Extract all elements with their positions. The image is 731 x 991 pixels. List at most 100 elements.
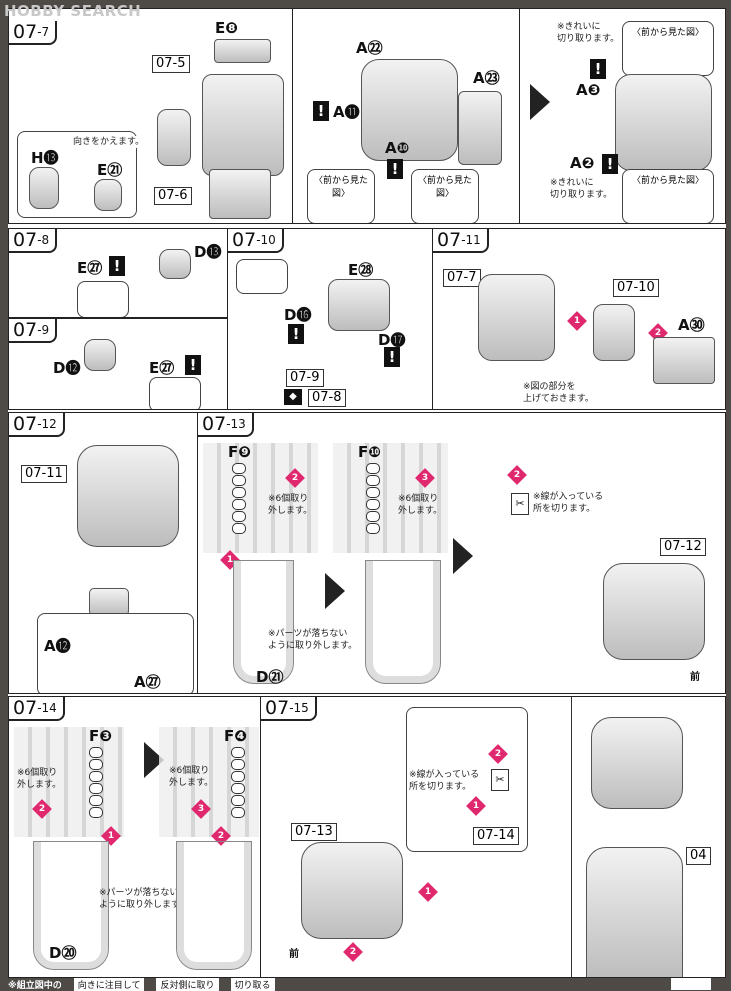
caution-icon: ! bbox=[288, 324, 304, 344]
order-badge: 1 bbox=[418, 882, 438, 902]
legend-item: 切り取る bbox=[230, 977, 275, 991]
part-label: F❹ bbox=[224, 727, 247, 745]
step-number: 07-14 bbox=[9, 697, 65, 721]
bead-parts bbox=[366, 463, 380, 535]
step-number: 07-8 bbox=[9, 229, 58, 253]
note-remove-six: ※6個取り 外します。 bbox=[17, 768, 62, 790]
part-label: E㉗ bbox=[77, 259, 103, 277]
step-07-14-panel: 07-14 F❸ ※6個取り 外します。 2 1 D⑳ ※パーツが落ちない よう… bbox=[8, 696, 261, 978]
note-turn: 向きをかえます。 bbox=[71, 136, 147, 148]
part-a30 bbox=[653, 337, 715, 384]
caution-icon: ! bbox=[109, 256, 125, 276]
front-label: 前 bbox=[289, 949, 299, 960]
part-label: F❿ bbox=[358, 443, 381, 461]
sub-assembly bbox=[89, 588, 129, 616]
runner-frame bbox=[14, 727, 124, 837]
part-label: D⑳ bbox=[49, 944, 77, 962]
part-label: D㉑ bbox=[256, 668, 284, 686]
runner-frame bbox=[159, 727, 259, 837]
part-e21 bbox=[94, 179, 122, 211]
note-dont-drop: ※パーツが落ちない ように取り外します。 bbox=[268, 629, 358, 651]
ref-07-9: 07-9 bbox=[286, 369, 324, 387]
step-07-8-panel: 07-8 E㉗ ! D⓭ bbox=[8, 228, 228, 318]
body-assembly bbox=[586, 847, 683, 977]
part-label: F❸ bbox=[89, 727, 112, 745]
head-assembly bbox=[591, 717, 683, 809]
part-label: E❽ bbox=[215, 19, 238, 37]
part-label: D⓰ bbox=[284, 306, 312, 324]
note-raise: ※図の部分を 上げておきます。 bbox=[523, 382, 594, 404]
part-d12 bbox=[84, 339, 116, 371]
front-view-label: 〈前から見た図〉 bbox=[313, 176, 368, 199]
legend-item: 反対側に取り bbox=[156, 977, 219, 991]
front-view-label: 〈前から見た図〉 bbox=[417, 176, 472, 199]
hose-assembled bbox=[365, 560, 441, 684]
caution-icon: ! bbox=[602, 154, 618, 174]
part-label: A⓬ bbox=[44, 637, 71, 655]
front-view-box bbox=[236, 259, 288, 294]
hose-d20 bbox=[33, 841, 109, 970]
part-label: E㉘ bbox=[348, 261, 374, 279]
head-assembly bbox=[615, 74, 712, 171]
watermark-logo: HOBBY SEARCH bbox=[4, 2, 142, 20]
symbol-legend: ※組立図中の 向きに注目して 反対側に取り 切り取る bbox=[8, 977, 726, 991]
step-number: 07-10 bbox=[228, 229, 284, 253]
front-view-box bbox=[149, 377, 201, 409]
part-07-6 bbox=[209, 169, 271, 219]
flip-side-icon: ◆ bbox=[284, 389, 302, 405]
ref-07-6: 07-6 bbox=[154, 187, 192, 205]
next-arrow-icon bbox=[453, 538, 473, 574]
order-badge: 3 bbox=[415, 468, 435, 488]
step-07-9-panel: 07-9 D⓬ E㉗ ! bbox=[8, 318, 228, 410]
part-label: E㉗ bbox=[149, 359, 175, 377]
note-dont-drop: ※パーツが落ちない ように取り外します。 bbox=[99, 888, 189, 910]
runner-frame bbox=[203, 443, 318, 553]
part-label: A㉚ bbox=[678, 316, 705, 334]
part-label: E㉑ bbox=[97, 161, 123, 179]
hose-d21 bbox=[233, 560, 294, 684]
legend-title: ※組立図中の bbox=[8, 980, 62, 991]
note-cut-clean: ※きれいに 切り取ります。 bbox=[550, 178, 613, 200]
part-a22 bbox=[361, 59, 458, 161]
part-label: A⓫ bbox=[333, 103, 360, 121]
front-view-label: 〈前から見た図〉 bbox=[631, 176, 704, 186]
part-label: D⓬ bbox=[53, 359, 81, 377]
bead-parts bbox=[89, 747, 103, 819]
note-cut-clean: ※きれいに 切り取ります。 bbox=[557, 22, 620, 44]
ref-07-5: 07-5 bbox=[152, 55, 190, 73]
head-assembly bbox=[77, 445, 179, 547]
order-badge: 2 bbox=[32, 799, 52, 819]
part-label: D⓱ bbox=[378, 331, 406, 349]
part-d13 bbox=[159, 249, 191, 279]
ref-07-11: 07-11 bbox=[21, 465, 67, 483]
front-view-box: 〈前から見た図〉 bbox=[622, 169, 714, 223]
legend-item: 向きに注目して bbox=[73, 977, 145, 991]
runner-frame bbox=[333, 443, 448, 553]
note-cut-line: ※線が入っている 所を切ります。 bbox=[533, 492, 604, 514]
part-e8 bbox=[214, 39, 271, 63]
note-remove-six: ※6個取り 外します。 bbox=[268, 494, 313, 516]
part-label: A㉗ bbox=[134, 673, 161, 691]
ref-07-13: 07-13 bbox=[291, 823, 337, 841]
part-label: A❿ bbox=[385, 139, 410, 157]
bead-parts bbox=[231, 747, 245, 819]
ref-07-14: 07-14 bbox=[473, 827, 519, 845]
order-badge: 1 bbox=[466, 796, 486, 816]
next-arrow-icon bbox=[530, 84, 550, 120]
side-armor bbox=[157, 109, 191, 166]
part-label: H⓭ bbox=[31, 149, 59, 167]
front-view-label: 〈前から見た図〉 bbox=[631, 28, 704, 38]
note-remove-six: ※6個取り 外します。 bbox=[398, 494, 443, 516]
part-label: F❾ bbox=[228, 443, 251, 461]
part-label: A㉒ bbox=[356, 39, 383, 57]
head-assembly bbox=[301, 842, 403, 939]
part-e28 bbox=[328, 279, 390, 331]
detail-callout bbox=[37, 613, 194, 693]
step-number: 07-12 bbox=[9, 413, 65, 437]
order-badge: 2 bbox=[285, 468, 305, 488]
order-badge: 2 bbox=[507, 465, 527, 485]
part-07-10 bbox=[593, 304, 635, 361]
step-07-15-panel: 07-15 07-13 1 2 前 2 ✂ ※線が入っている 所を切ります。 1… bbox=[261, 696, 726, 978]
front-view-box bbox=[77, 281, 129, 317]
head-assembly bbox=[478, 274, 555, 361]
